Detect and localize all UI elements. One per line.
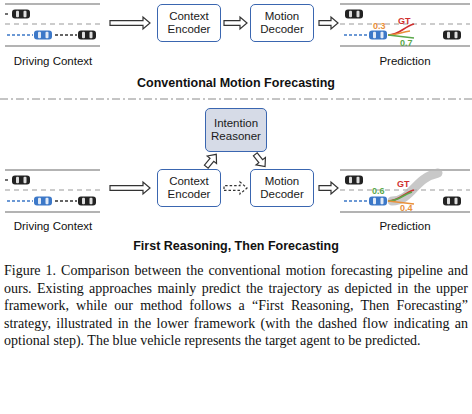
history-trail xyxy=(344,200,368,201)
encoder-box: Context Encoder xyxy=(157,4,221,42)
driving-scene xyxy=(5,170,100,212)
panel-label: Driving Context xyxy=(14,220,93,232)
flow-arrow xyxy=(110,182,150,194)
reasoner-box: Intention Reasoner xyxy=(205,108,267,152)
node-text: Motion Decoder xyxy=(255,175,309,202)
lane-line xyxy=(340,3,470,5)
gt-trajectory xyxy=(388,190,414,201)
predicted-trajectory xyxy=(388,35,414,38)
driving-scene xyxy=(5,4,100,46)
lane-line xyxy=(5,211,100,213)
lane-line xyxy=(5,189,100,190)
flow-arrow xyxy=(253,153,265,167)
prediction-scene xyxy=(340,170,470,212)
history-trail xyxy=(344,34,368,35)
car-icon xyxy=(12,10,30,19)
car-icon xyxy=(345,10,363,19)
car-icon xyxy=(443,31,461,40)
section-heading: First Reasoning, Then Forecasting xyxy=(133,239,339,253)
probability-value: 0.4 xyxy=(400,203,413,213)
flow-arrow xyxy=(224,17,247,29)
figure-caption: Figure 1. Comparison between the convent… xyxy=(4,262,468,350)
history-trail xyxy=(5,13,10,14)
separator-line xyxy=(0,99,472,100)
node-text: Intention Reasoner xyxy=(210,117,262,144)
predicted-trajectory xyxy=(388,31,410,35)
decoder-box: Motion Decoder xyxy=(250,169,314,207)
probability-value: 0.6 xyxy=(372,186,385,196)
gt-label: GT xyxy=(398,16,411,26)
decoder-box: Motion Decoder xyxy=(250,4,314,42)
history-trail xyxy=(7,200,33,201)
lane-line xyxy=(340,169,470,171)
probability-value: 0.3 xyxy=(373,21,386,31)
node-text: Motion Decoder xyxy=(255,10,309,37)
target-car-icon xyxy=(34,31,52,40)
lane-line xyxy=(5,3,100,5)
history-trail xyxy=(55,34,77,35)
node-text: Context Encoder xyxy=(162,10,216,37)
lane-line xyxy=(5,23,100,24)
car-icon xyxy=(78,197,96,206)
optional-flow-arrow xyxy=(224,182,247,194)
car-icon xyxy=(345,176,363,185)
lane-line xyxy=(5,169,100,171)
probability-value: 0.7 xyxy=(400,38,413,48)
panel-label: Prediction xyxy=(379,55,430,67)
flow-arrow xyxy=(319,182,338,194)
flow-arrow xyxy=(204,154,216,168)
history-trail xyxy=(7,34,33,35)
flow-arrow xyxy=(110,17,150,29)
predicted-trajectory xyxy=(388,192,412,201)
encoder-box: Context Encoder xyxy=(157,169,221,207)
car-icon xyxy=(78,31,96,40)
lane-line xyxy=(5,45,100,47)
car-icon xyxy=(443,197,461,206)
history-trail xyxy=(5,179,10,180)
lane-line xyxy=(340,189,470,190)
panel-label: Driving Context xyxy=(14,55,93,67)
intention-band xyxy=(392,173,438,201)
target-car-icon xyxy=(369,31,387,40)
target-car-icon xyxy=(369,197,387,206)
gt-label: GT xyxy=(397,179,410,189)
flow-arrow xyxy=(319,17,338,29)
history-trail xyxy=(55,200,77,201)
node-text: Context Encoder xyxy=(162,175,216,202)
section-heading: Conventional Motion Forecasting xyxy=(137,76,335,90)
panel-label: Prediction xyxy=(379,220,430,232)
target-car-icon xyxy=(34,197,52,206)
car-icon xyxy=(12,176,30,185)
